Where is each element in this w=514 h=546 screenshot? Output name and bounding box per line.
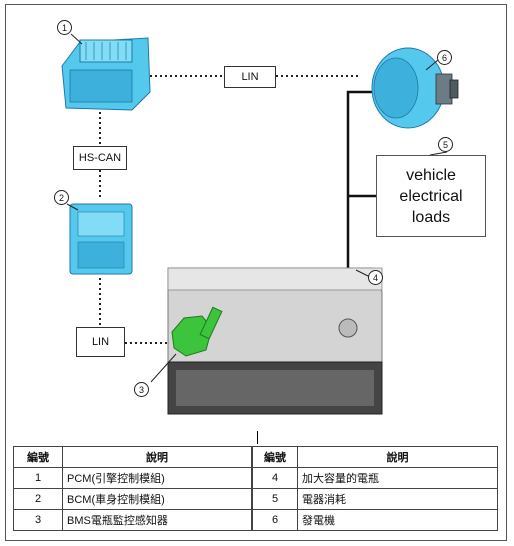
table-row: 2 BCM(車身控制模組) bbox=[13, 488, 252, 510]
legend-number: 4 bbox=[252, 467, 298, 489]
legend-number: 5 bbox=[252, 488, 298, 510]
legend-number: 1 bbox=[13, 467, 63, 489]
connection-lines bbox=[99, 75, 360, 344]
table-divider-mark bbox=[257, 431, 258, 444]
table-row: 6 發電機 bbox=[252, 509, 498, 531]
callout-6: 6 bbox=[437, 50, 452, 65]
callout-5: 5 bbox=[438, 137, 453, 152]
legend-description: 發電機 bbox=[297, 509, 498, 531]
legend-number: 6 bbox=[252, 509, 298, 531]
loads-line-2: electrical bbox=[399, 187, 463, 205]
legend-number: 3 bbox=[13, 509, 63, 531]
alternator bbox=[371, 47, 459, 129]
vehicle-electrical-loads-box: vehicle electrical loads bbox=[376, 155, 486, 237]
loads-line-3: loads bbox=[411, 208, 451, 226]
callout-4: 4 bbox=[368, 270, 383, 285]
legend-description: BMS電瓶監控感知器 bbox=[62, 509, 252, 531]
lin-bottom-label: LIN bbox=[76, 327, 125, 357]
lin-top-label: LIN bbox=[224, 66, 276, 88]
legend-header-number: 編號 bbox=[13, 446, 63, 468]
loads-line-1: vehicle bbox=[406, 166, 456, 184]
table-row: 1 PCM(引擎控制模組) bbox=[13, 467, 252, 489]
legend-description: 電器消耗 bbox=[297, 488, 498, 510]
legend-header-row: 編號 說明 bbox=[13, 446, 252, 468]
battery bbox=[167, 267, 383, 415]
legend-number: 2 bbox=[13, 488, 63, 510]
legend-header-number: 編號 bbox=[252, 446, 298, 468]
bms-sensor bbox=[171, 306, 223, 357]
legend-description: 加大容量的電瓶 bbox=[297, 467, 498, 489]
legend-description: PCM(引擎控制模組) bbox=[62, 467, 252, 489]
table-row: 5 電器消耗 bbox=[252, 488, 498, 510]
callout-3: 3 bbox=[134, 382, 149, 397]
table-row: 3 BMS電瓶監控感知器 bbox=[13, 509, 252, 531]
bcm-module bbox=[69, 203, 133, 275]
callout-2: 2 bbox=[54, 190, 69, 205]
callout-1: 1 bbox=[57, 20, 72, 35]
legend-table-right: 編號 說明 4 加大容量的電瓶 5 電器消耗 6 發電機 bbox=[252, 446, 498, 531]
figure-frame bbox=[5, 4, 507, 541]
pcm-module bbox=[61, 37, 151, 111]
table-row: 4 加大容量的電瓶 bbox=[252, 467, 498, 489]
legend-table-left: 編號 說明 1 PCM(引擎控制模組) 2 BCM(車身控制模組) 3 BMS電… bbox=[13, 446, 252, 531]
legend-header-description: 說明 bbox=[297, 446, 498, 468]
hs-can-label: HS-CAN bbox=[73, 146, 127, 170]
legend-description: BCM(車身控制模組) bbox=[62, 488, 252, 510]
legend-header-row: 編號 說明 bbox=[252, 446, 498, 468]
legend-header-description: 說明 bbox=[62, 446, 252, 468]
system-diagram bbox=[61, 33, 459, 415]
